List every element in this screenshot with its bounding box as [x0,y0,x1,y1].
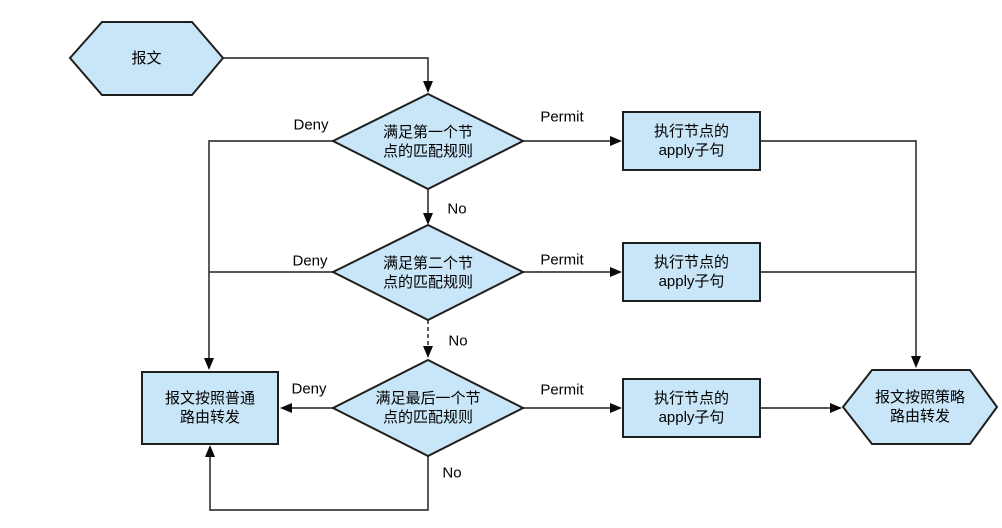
decision1-diamond-shape [330,92,526,191]
connector-start-to-decision1 [223,57,433,93]
policy-route-hexagon-shape [841,369,999,445]
decision3-diamond-shape [330,358,526,458]
start-hexagon-shape [68,21,225,96]
connector-decision1-deny-trunk [204,140,333,370]
decision2-diamond-shape [330,223,526,322]
apply2-box-shape [622,242,761,302]
apply1-box-shape [622,111,761,171]
connector-apply1-to-policy-trunk [760,140,921,368]
normal-route-box-shape [141,371,279,445]
apply3-box-shape [622,378,761,438]
connector-decision3-no-loop [205,445,429,511]
